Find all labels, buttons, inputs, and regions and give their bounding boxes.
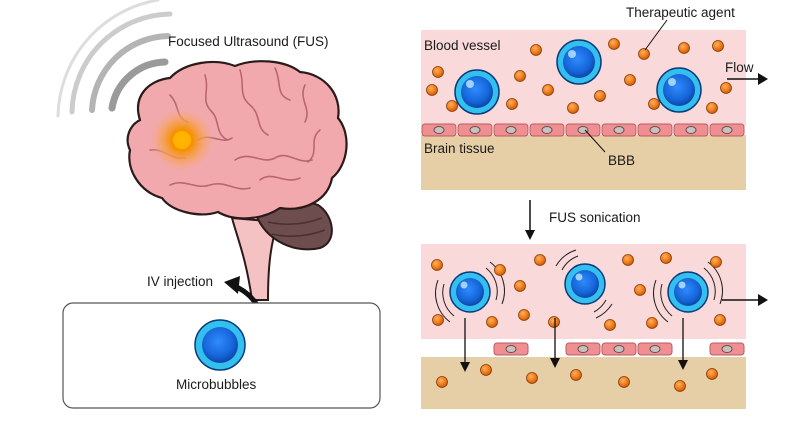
therapeutic-agent-dot bbox=[432, 314, 444, 326]
therapeutic-agent-dot bbox=[426, 84, 438, 96]
brain-tissue-label: Brain tissue bbox=[424, 141, 495, 156]
blood-vessel-label: Blood vessel bbox=[424, 38, 501, 53]
therapeutic-agent-dot bbox=[624, 74, 636, 86]
therapeutic-agent-dot bbox=[436, 376, 448, 388]
therapeutic-agent-dot bbox=[594, 90, 606, 102]
therapeutic-agent-dot bbox=[480, 364, 492, 376]
cell-nucleus bbox=[613, 345, 625, 353]
therapeutic-agent-dot bbox=[486, 316, 498, 328]
therapeutic-agent-dot bbox=[710, 256, 722, 268]
therapeutic-agent-dot bbox=[622, 254, 634, 266]
fus-label: Focused Ultrasound (FUS) bbox=[168, 34, 329, 49]
therapeutic-agent-dot bbox=[431, 259, 443, 271]
therapeutic-agent-dot bbox=[714, 314, 726, 326]
therapeutic-agent-dot bbox=[712, 40, 724, 52]
therapeutic-agent-dot bbox=[548, 316, 560, 328]
cell-nucleus bbox=[505, 126, 517, 134]
therapeutic-agent-dot bbox=[432, 66, 444, 78]
cell-nucleus bbox=[721, 345, 733, 353]
therapeutic-agent-dot bbox=[604, 319, 616, 331]
therapeutic-agent-dot bbox=[514, 70, 526, 82]
therapeutic-agent-dot bbox=[634, 284, 646, 296]
flow-label: Flow bbox=[725, 60, 754, 75]
microbubble-icon bbox=[454, 69, 500, 115]
cell-nucleus bbox=[577, 345, 589, 353]
fus-sonication-label: FUS sonication bbox=[549, 210, 641, 225]
therapeutic-agent-dot bbox=[706, 368, 718, 380]
cell-nucleus bbox=[649, 126, 661, 134]
cell-nucleus bbox=[433, 126, 445, 134]
therapeutic-agent-dot bbox=[526, 372, 538, 384]
vessel-panel-bottom bbox=[421, 244, 746, 409]
therapeutic-agent-dot bbox=[608, 38, 620, 50]
therapeutic-agent-dot bbox=[518, 309, 530, 321]
vessel-panel-top bbox=[421, 30, 746, 190]
bbb-pointer-line bbox=[584, 129, 606, 153]
bbb-label: BBB bbox=[608, 153, 636, 168]
ultrasound-waves-icon bbox=[56, 0, 173, 118]
therapeutic-agent-dot bbox=[674, 380, 686, 392]
therapeutic-agent-dot bbox=[618, 376, 630, 388]
therapeutic-agent-dot bbox=[570, 369, 582, 381]
therapeutic-agents-top bbox=[426, 38, 732, 114]
cell-nucleus bbox=[469, 126, 481, 134]
bbb-cells-top bbox=[421, 123, 745, 137]
agent-pointer-line bbox=[644, 19, 668, 51]
therapeutic-agent-dot bbox=[542, 84, 554, 96]
flow-arrow bbox=[727, 73, 768, 85]
therapeutic-agent-dot bbox=[494, 264, 506, 276]
cell-nucleus bbox=[613, 126, 625, 134]
iv-injection-label: IV injection bbox=[147, 274, 214, 289]
brain-icon bbox=[126, 60, 348, 301]
flow-arrow bbox=[722, 294, 768, 306]
therapeutic-agent-dot bbox=[660, 252, 672, 264]
cell-nucleus bbox=[649, 345, 661, 353]
microbubble-icon bbox=[656, 67, 702, 113]
sonication-arrow bbox=[525, 200, 535, 240]
therapeutic-agent-dot bbox=[720, 82, 732, 94]
microbubbles-label: Microbubbles bbox=[176, 377, 257, 392]
therapeutic-agent-dot bbox=[638, 48, 650, 60]
cell-nucleus bbox=[577, 126, 589, 134]
oscillating-microbubble-icon bbox=[435, 261, 505, 323]
therapeutic-agent-dot bbox=[534, 254, 546, 266]
bbb-cells-bottom bbox=[493, 342, 745, 356]
therapeutic-agent-dot bbox=[446, 100, 458, 112]
bbb-crossing-arrows bbox=[460, 318, 688, 372]
cell-nucleus bbox=[721, 126, 733, 134]
cell-nucleus bbox=[685, 126, 697, 134]
therapeutic-agent-dot bbox=[706, 102, 718, 114]
cell-nucleus bbox=[505, 345, 517, 353]
therapeutic-agent-dot bbox=[530, 44, 542, 56]
oscillating-microbubble-icon bbox=[653, 261, 723, 323]
cell-nucleus bbox=[541, 126, 553, 134]
therapeutic-agent-dot bbox=[646, 317, 658, 329]
therapeutic-agent-dot bbox=[506, 98, 518, 110]
microbubble-icon bbox=[556, 39, 602, 85]
therapeutic-agent-dot bbox=[567, 102, 579, 114]
therapeutic-agents-bottom bbox=[431, 252, 726, 392]
oscillating-microbubble-icon bbox=[555, 249, 613, 319]
microbubble-icon bbox=[194, 319, 246, 371]
therapeutic-agent-dot bbox=[514, 280, 526, 292]
therapeutic-agent-dot bbox=[648, 98, 660, 110]
therapeutic-agent-label: Therapeutic agent bbox=[626, 5, 735, 20]
therapeutic-agent-dot bbox=[678, 42, 690, 54]
